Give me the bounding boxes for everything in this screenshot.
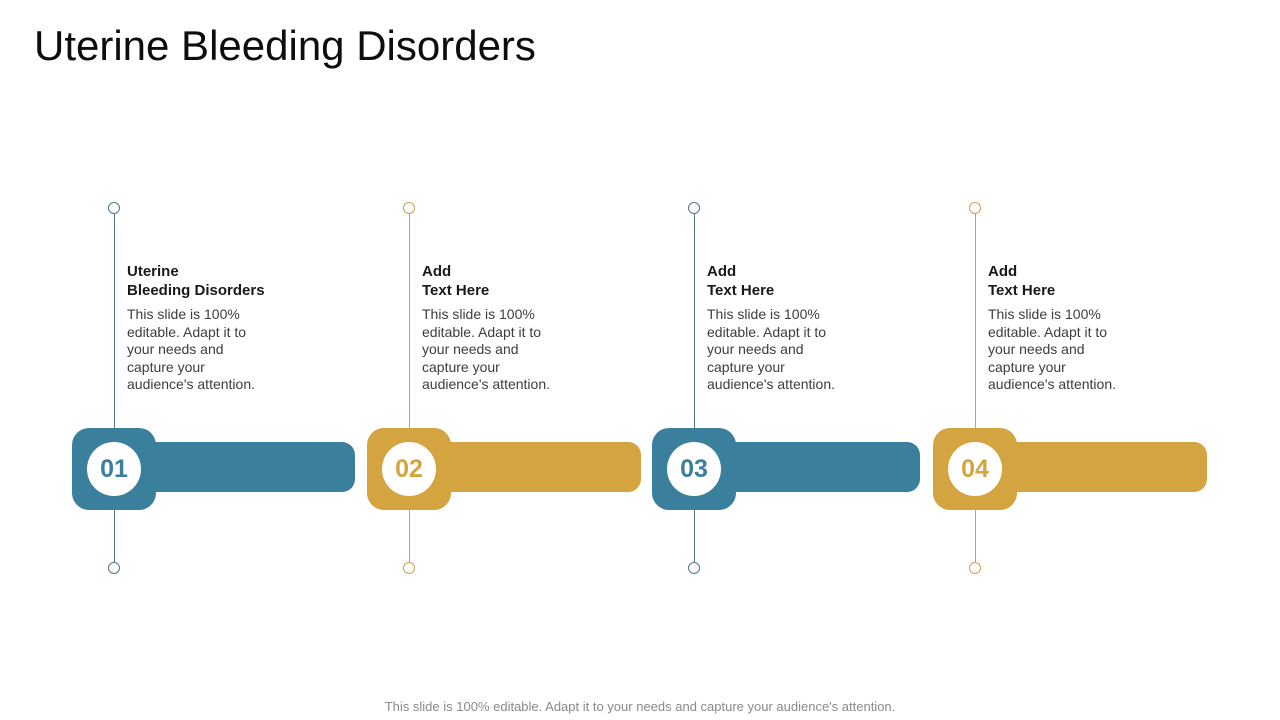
timeline-connector-line <box>408 214 410 562</box>
timeline-bottom-node-icon <box>688 562 700 574</box>
timeline-step-4: Add Text Here This slide is 100% editabl… <box>933 200 1207 580</box>
step-number-badge: 04 <box>948 442 1002 496</box>
timeline-step-2: Add Text Here This slide is 100% editabl… <box>367 200 641 580</box>
step-body: This slide is 100% editable. Adapt it to… <box>422 306 550 393</box>
timeline-top-node-icon <box>688 202 700 214</box>
step-text-block: Add Text Here This slide is 100% editabl… <box>422 262 582 394</box>
step-text-block: Add Text Here This slide is 100% editabl… <box>707 262 867 394</box>
timeline-bottom-node-icon <box>108 562 120 574</box>
step-shape: 03 <box>652 428 920 510</box>
step-text-block: Uterine Bleeding Disorders This slide is… <box>127 262 287 394</box>
timeline-step-3: Add Text Here This slide is 100% editabl… <box>652 200 920 580</box>
slide-footer-note: This slide is 100% editable. Adapt it to… <box>384 699 896 714</box>
step-number: 04 <box>961 454 989 483</box>
timeline-top-node-icon <box>403 202 415 214</box>
step-text-block: Add Text Here This slide is 100% editabl… <box>988 262 1148 394</box>
timeline-connector-line <box>974 214 976 562</box>
timeline-connector-line <box>113 214 115 562</box>
step-heading: Uterine Bleeding Disorders <box>127 263 265 299</box>
step-number-badge: 03 <box>667 442 721 496</box>
step-heading: Add Text Here <box>422 263 490 299</box>
step-number: 01 <box>100 454 128 483</box>
step-shape: 01 <box>72 428 355 510</box>
step-number: 02 <box>395 454 423 483</box>
step-number-badge: 01 <box>87 442 141 496</box>
timeline-connector-line <box>693 214 695 562</box>
step-body: This slide is 100% editable. Adapt it to… <box>707 306 835 393</box>
step-heading: Add Text Here <box>707 263 775 299</box>
step-heading: Add Text Here <box>988 263 1056 299</box>
timeline-bottom-node-icon <box>969 562 981 574</box>
timeline-step-1: Uterine Bleeding Disorders This slide is… <box>72 200 355 580</box>
timeline-bottom-node-icon <box>403 562 415 574</box>
step-number: 03 <box>680 454 708 483</box>
timeline-top-node-icon <box>108 202 120 214</box>
step-number-badge: 02 <box>382 442 436 496</box>
slide-title: Uterine Bleeding Disorders <box>34 22 536 69</box>
step-body: This slide is 100% editable. Adapt it to… <box>988 306 1116 393</box>
step-shape: 04 <box>933 428 1207 510</box>
timeline-top-node-icon <box>969 202 981 214</box>
step-shape: 02 <box>367 428 641 510</box>
step-body: This slide is 100% editable. Adapt it to… <box>127 306 255 393</box>
